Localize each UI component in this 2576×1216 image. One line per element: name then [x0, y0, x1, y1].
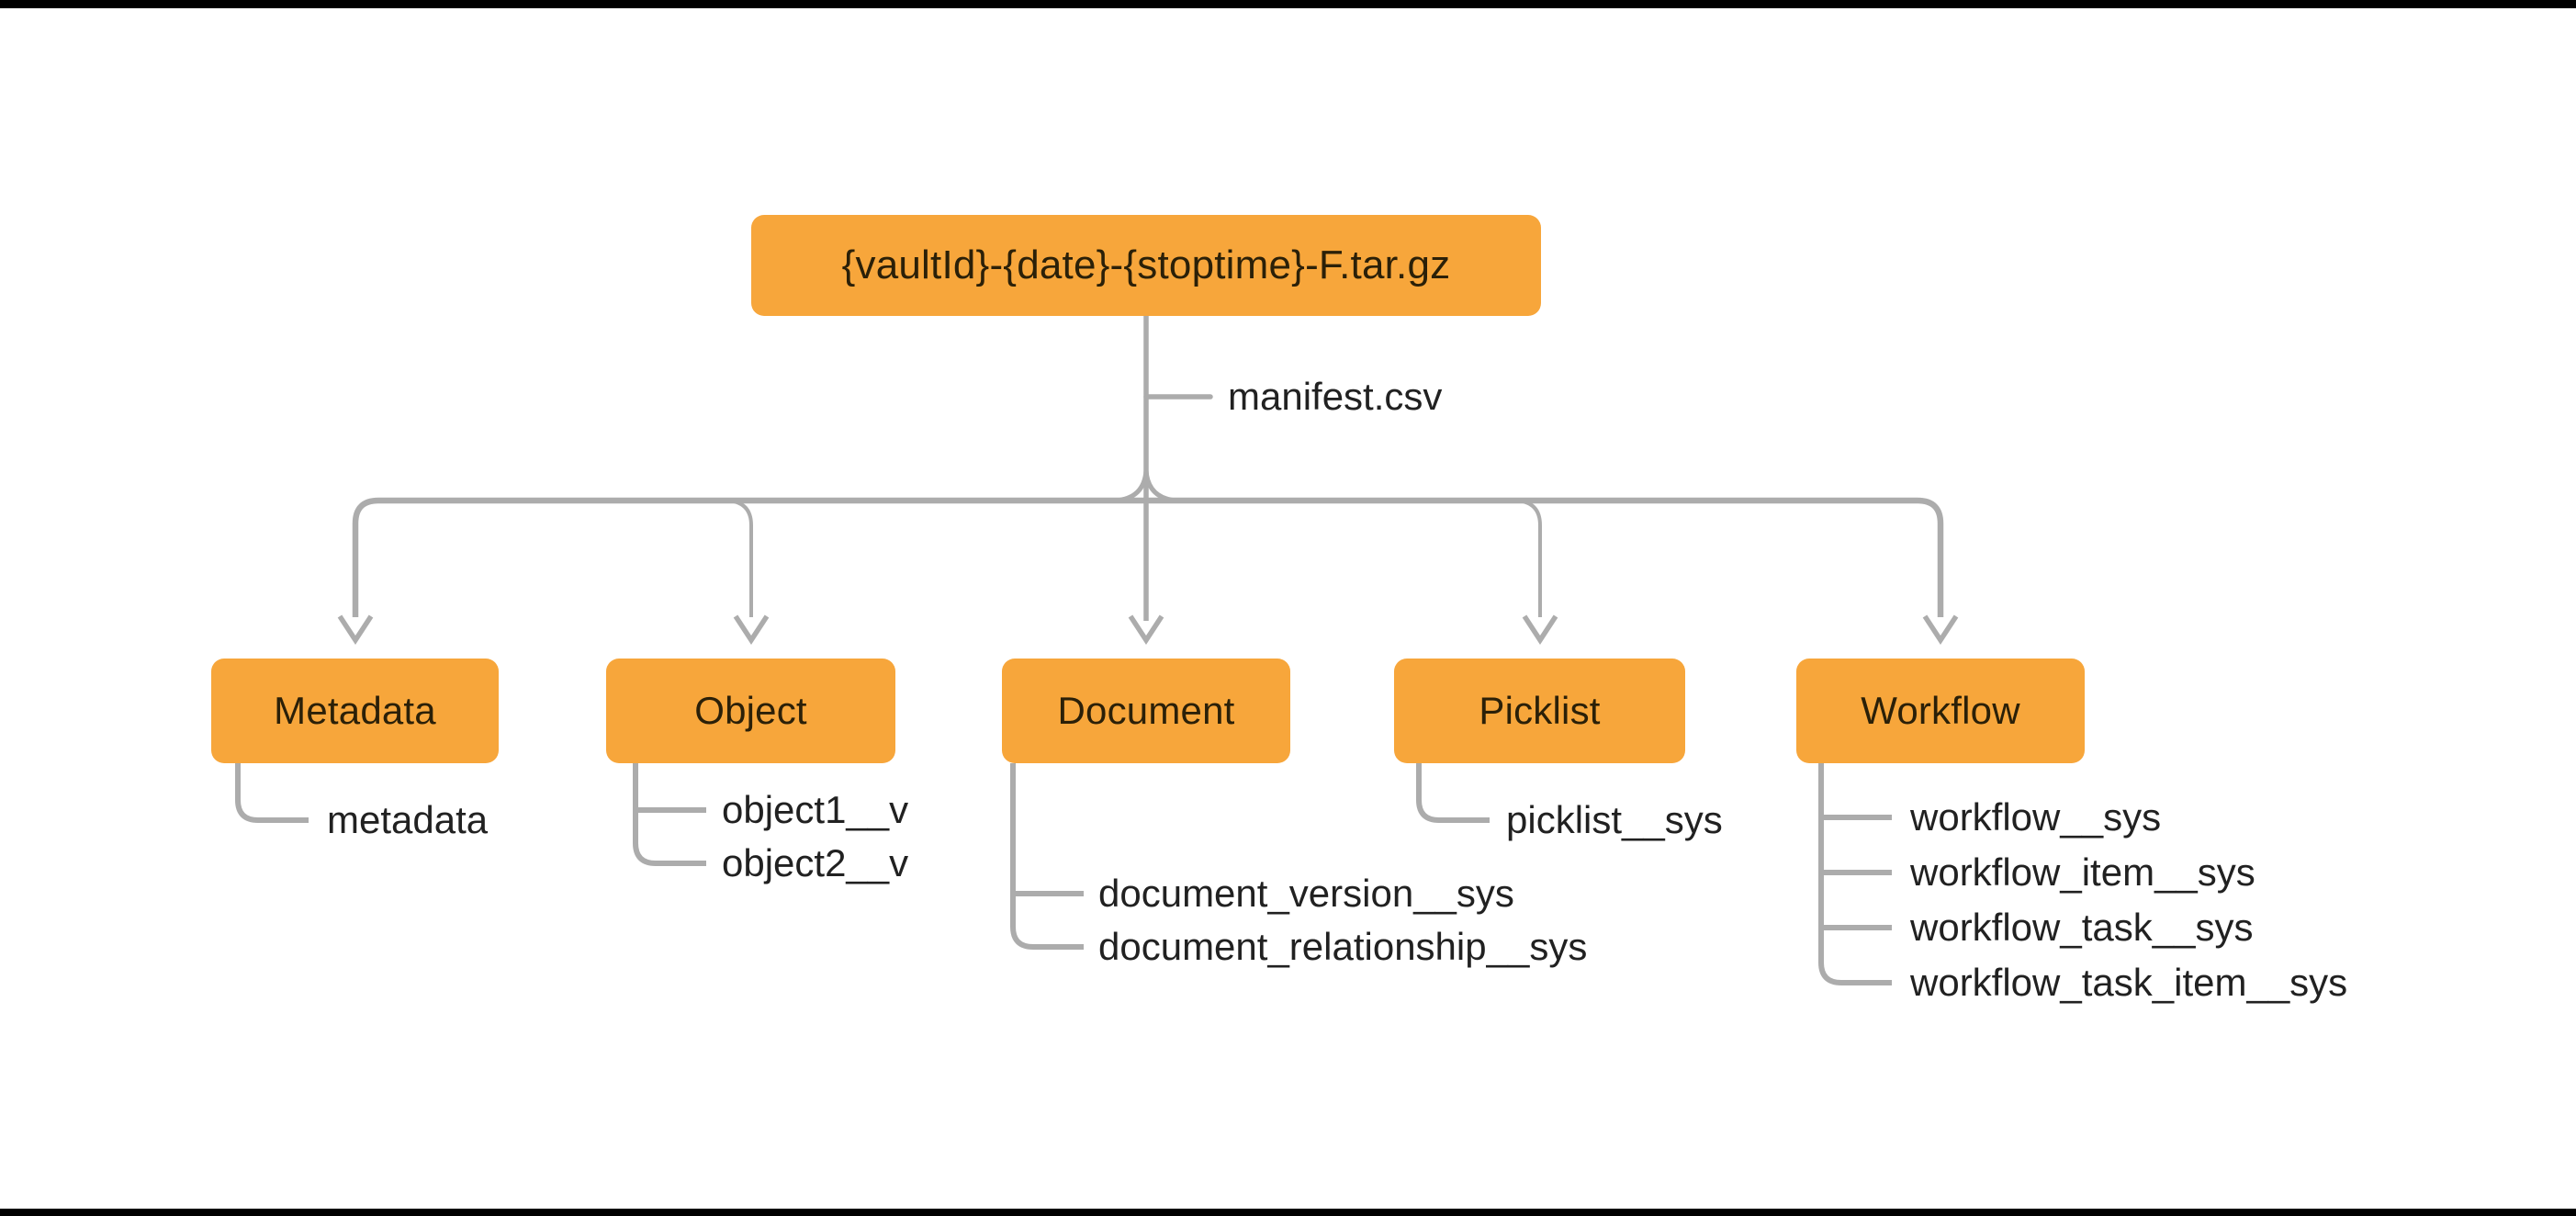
leaf-workflow-task-sys: workflow_task__sys — [1910, 906, 2254, 949]
picklist-branch — [1416, 763, 1490, 823]
arrowhead-picklist-icon — [1522, 614, 1558, 646]
node-workflow: Workflow — [1796, 659, 2085, 763]
leaf-object2-v: object2__v — [722, 841, 909, 884]
workflow-branch — [1818, 763, 1892, 985]
node-object: Object — [606, 659, 895, 763]
metadata-branch — [235, 763, 309, 823]
object-branch — [633, 763, 706, 866]
picklist-label: Picklist — [1479, 689, 1601, 732]
leaf-metadata: metadata — [327, 798, 489, 841]
node-root-archive: {vaultId}-{date}-{stoptime}-F.tar.gz — [751, 215, 1541, 316]
leaf-workflow-task-item-sys: workflow_task_item__sys — [1910, 961, 2348, 1004]
label-manifest-csv: manifest.csv — [1228, 375, 1443, 418]
stem-flare-right — [1143, 469, 1178, 503]
leaf-document-relationship-sys: document_relationship__sys — [1098, 925, 1588, 968]
arrowhead-workflow-icon — [1922, 614, 1959, 646]
leaf-object1-v: object1__v — [722, 788, 909, 831]
root-archive-label: {vaultId}-{date}-{stoptime}-F.tar.gz — [841, 242, 1451, 287]
leaf-document-version-sys: document_version__sys — [1098, 872, 1514, 915]
object-label: Object — [694, 689, 807, 732]
arrowhead-object-icon — [733, 614, 770, 646]
node-metadata: Metadata — [211, 659, 499, 763]
stem-flare-left — [1114, 469, 1149, 503]
metadata-label: Metadata — [274, 689, 436, 732]
document-branch — [1010, 763, 1084, 950]
distribution-bar — [352, 497, 1944, 617]
leaf-workflow-item-sys: workflow_item__sys — [1910, 850, 2255, 894]
leaf-workflow-sys: workflow__sys — [1910, 795, 2162, 839]
node-document: Document — [1002, 659, 1290, 763]
document-label: Document — [1057, 689, 1235, 732]
bottom-border — [0, 1209, 2576, 1216]
arrowhead-document-icon — [1128, 614, 1164, 646]
arrowhead-metadata-icon — [337, 614, 374, 646]
node-picklist: Picklist — [1394, 659, 1685, 763]
picklist-drop-line — [1514, 499, 1542, 617]
object-drop-line — [726, 499, 753, 617]
leaf-picklist-sys: picklist__sys — [1506, 798, 1723, 841]
top-border — [0, 0, 2576, 8]
workflow-label: Workflow — [1861, 689, 2020, 732]
